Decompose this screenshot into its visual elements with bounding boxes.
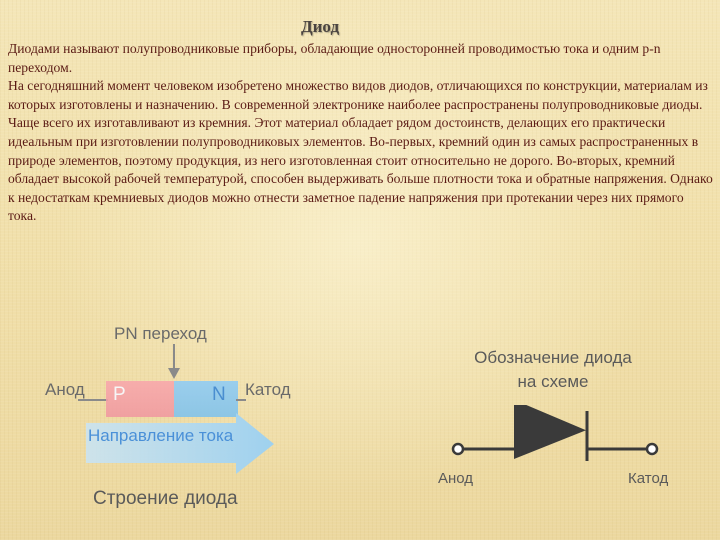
p-region-label: P	[113, 384, 126, 405]
structure-cathode-label: Катод	[245, 380, 291, 399]
body-text: Диодами называют полупроводниковые прибо…	[8, 40, 714, 226]
pn-junction-arrow-icon	[168, 344, 180, 379]
page-title: Диод	[300, 17, 340, 36]
symbol-anode-label: Анод	[438, 470, 474, 487]
n-region-label: N	[212, 384, 226, 405]
symbol-title-line2: на схеме	[517, 372, 589, 391]
pn-junction-label: PN переход	[114, 324, 207, 343]
current-direction-arrow-icon	[86, 413, 274, 474]
p-region	[106, 381, 174, 417]
cathode-wire	[236, 399, 246, 401]
current-direction-label: Направление тока	[88, 426, 234, 445]
paragraph-silicon: Чаще всего их изготавливают из кремния. …	[8, 115, 713, 224]
paragraph-types: На сегодняшний момент человеком изобрете…	[8, 78, 708, 112]
diode-schematic-icon	[451, 405, 659, 461]
n-region	[174, 381, 238, 417]
symbol-title: Обозначение диода на схеме	[448, 346, 658, 394]
symbol-cathode-label: Катод	[628, 470, 669, 487]
structure-anode-label: Анод	[45, 380, 85, 399]
paragraph-definition: Диодами называют полупроводниковые прибо…	[8, 41, 661, 75]
symbol-title-line1: Обозначение диода	[474, 348, 632, 367]
anode-wire	[78, 399, 108, 401]
structure-caption: Строение диода	[93, 488, 238, 509]
